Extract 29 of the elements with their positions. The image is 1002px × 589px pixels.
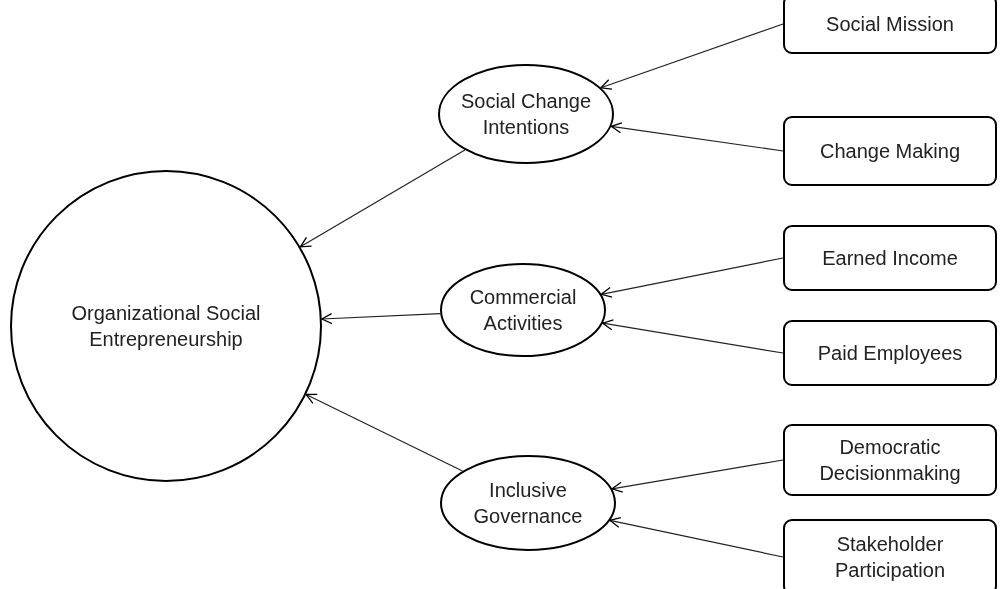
- dimension-ellipse: [438, 64, 614, 164]
- node-label: Earned Income: [822, 246, 958, 271]
- arrow: [600, 257, 784, 298]
- dimension-ellipse: [440, 455, 616, 551]
- node-label: Stakeholder Participation: [833, 532, 947, 583]
- arrow: [602, 319, 784, 354]
- arrow: [321, 312, 441, 325]
- factor-box: [783, 320, 997, 386]
- construct-circle: [10, 170, 322, 482]
- factor-box: [783, 0, 997, 54]
- node-label: Change Making: [819, 139, 961, 164]
- node-label: Democratic Decisionmaking: [818, 435, 962, 486]
- node-label: Commercial Activities: [468, 285, 578, 336]
- factor-box: [783, 116, 997, 186]
- arrow: [600, 23, 784, 90]
- arrow: [611, 459, 784, 493]
- node-label: Social Change Intentions: [459, 89, 593, 140]
- arrow: [299, 149, 466, 248]
- dimension-ellipse: [440, 263, 606, 357]
- node-label: Social Mission: [826, 12, 954, 37]
- factor-box: [783, 225, 997, 291]
- factor-box: [783, 424, 997, 496]
- node-label: Organizational Social Entrepreneurship: [70, 301, 262, 352]
- node-label: Inclusive Governance: [472, 478, 584, 529]
- arrow: [609, 516, 784, 558]
- factor-box: [783, 519, 997, 589]
- node-label: Paid Employees: [817, 341, 963, 366]
- arrow: [305, 393, 464, 472]
- arrow: [610, 122, 784, 152]
